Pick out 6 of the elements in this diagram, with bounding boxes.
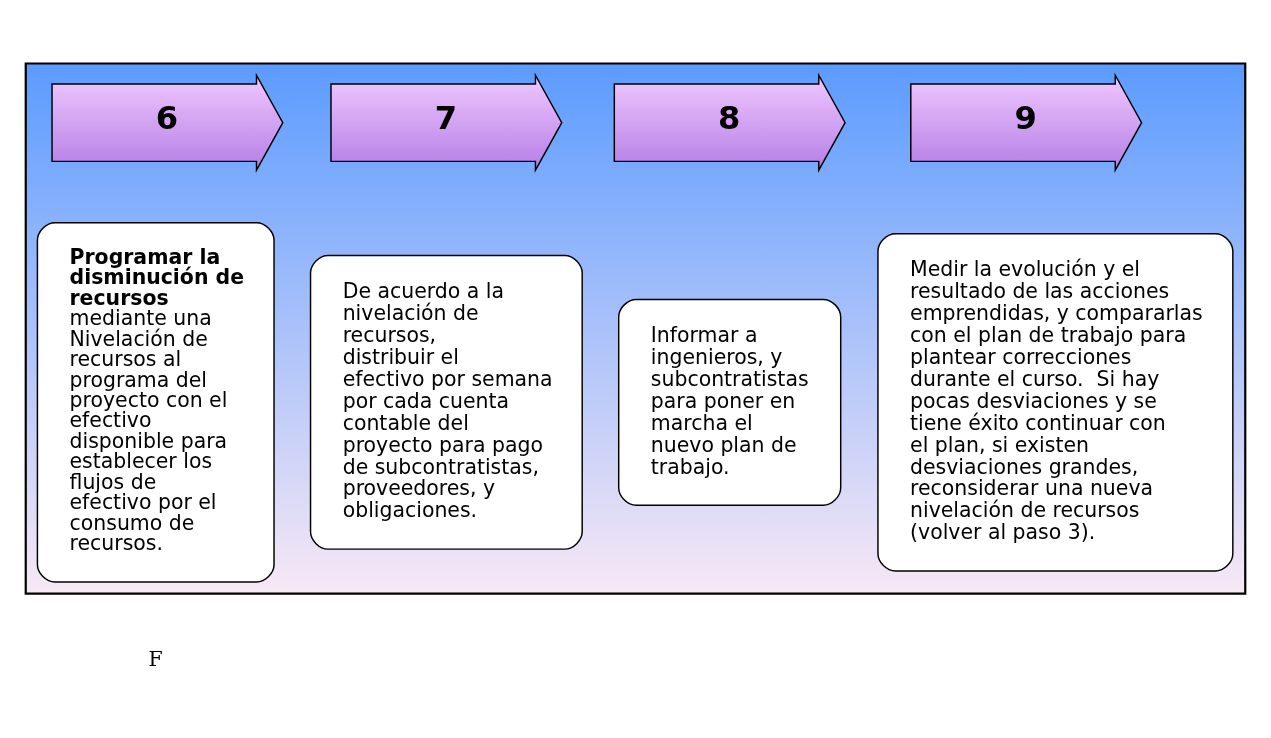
node-box: De acuerdo a la nivelación de recursos, distribuir el efectivo por semana por cada cuenta contable del proyecto para pago de subcontratistas, proveedores, y obligaciones. bbox=[309, 254, 583, 550]
node-box: Medir la evolución y el resultado de las acciones emprendidas, y compararlas con el plan de trabajo para plantear correcciones durante el curso. Si hay pocas desviaciones y se tiene éxito continuar con el plan, si existen desviaciones grandes, reconsiderar una nueva nivelación de recursos (volver al paso 3). bbox=[877, 232, 1234, 572]
cluster bbox=[24, 61, 1247, 595]
label: F bbox=[148, 646, 163, 671]
node-box: Informar a ingenieros, y subcontratistas para poner en marcha el nuevo plan de trabajo. bbox=[617, 298, 842, 506]
node-box: Programar la disminución de recursos mediante una Nivelación de recursos al programa del proyecto con el efectivo disponible para establecer los flujos de efectivo por el consumo de recursos. bbox=[36, 221, 275, 583]
